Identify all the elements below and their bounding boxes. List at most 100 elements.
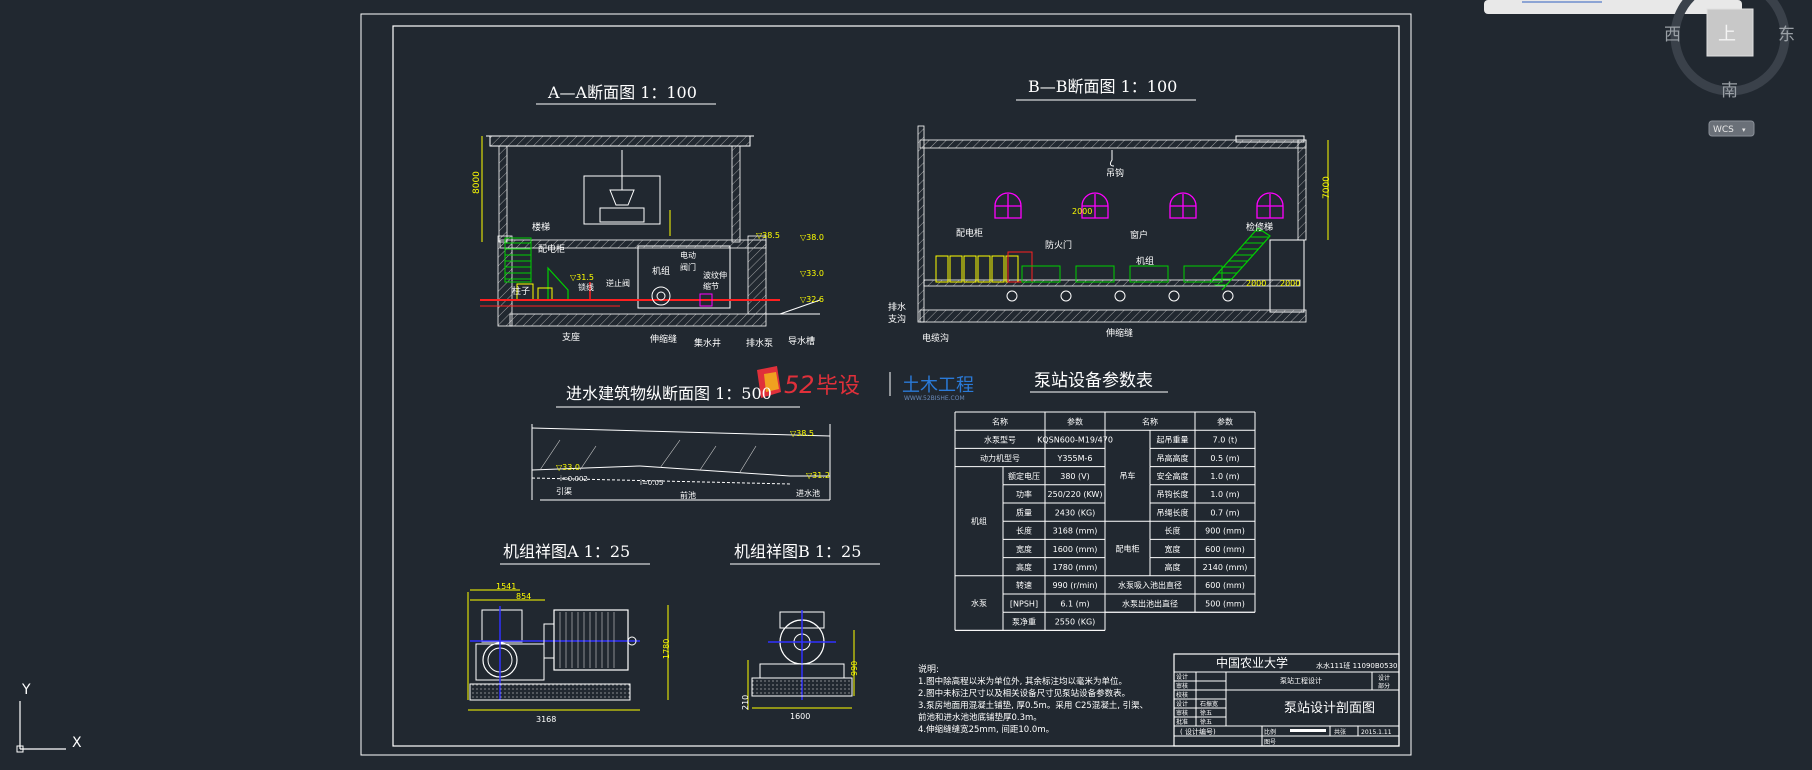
unit-b-dim-990: 990 <box>850 661 859 676</box>
tb-name-1: 石振宽 <box>1200 700 1218 708</box>
tb-num-label: 图号 <box>1264 739 1276 746</box>
param-header-value-1: 参数 <box>1067 416 1083 426</box>
param-row-value: KQSN600-M19/470 <box>1037 436 1113 445</box>
svg-text:波纹伸: 波纹伸 <box>703 270 727 280</box>
tb-design-no: ( 设计编号) <box>1180 727 1216 736</box>
aa-level-32: ▽32.6 <box>800 295 824 304</box>
ucs-x-label: X <box>72 735 82 751</box>
bb-pump-units <box>1006 265 1234 302</box>
param-row-name: 水泵出池出直径 <box>1122 598 1178 608</box>
wcs-label: WCS <box>1713 125 1734 135</box>
param-row-name: 水泵型号 <box>984 435 1016 445</box>
param-row-value: 2430 (KG) <box>1055 508 1096 517</box>
unit-detail-a[interactable]: 机组祥图A 1：25 1541 854 1780 3168 <box>467 542 671 724</box>
param-row-value: 380 (V) <box>1060 472 1090 481</box>
tb-drawing-name: 泵站设计剖面图 <box>1284 701 1375 716</box>
inlet-level-33: ▽33.0 <box>556 463 580 472</box>
param-row-value: 7.0 (t) <box>1213 436 1238 445</box>
notes-line-1: 1.图中除高程以米为单位外, 其余标注均以毫米为单位。 <box>918 676 1127 687</box>
bb-label-fanghuomen: 防火门 <box>1045 239 1072 251</box>
param-row-value: 500 (mm) <box>1205 599 1245 608</box>
param-row-value: 0.7 (m) <box>1210 508 1239 517</box>
tb-row-2: 审核 <box>1176 682 1188 690</box>
param-row-value: 6.1 (m) <box>1060 599 1089 608</box>
notes-line-2: 2.图中未标注尺寸以及相关设备尺寸见泵站设备参数表。 <box>918 688 1130 699</box>
unit-a-dim-1780: 1780 <box>662 639 671 659</box>
notes-line-3: 3.泵房地面用混凝土铺垫, 厚0.5m。采用 C25混凝土, 引渠、 <box>918 700 1148 711</box>
param-row-name: 长度 <box>1165 526 1181 536</box>
watermark-logo: 52 毕设 土木工程 WWW.52BISHE.COM <box>757 366 974 402</box>
tb-row-1: 设计 <box>1176 673 1188 681</box>
param-row-name: 高度 <box>1165 562 1181 572</box>
unit-b-dim-210: 210 <box>741 695 750 710</box>
param-row-value: 600 (mm) <box>1205 581 1245 590</box>
aa-label-nizhifa: 逆止阀 <box>606 278 630 288</box>
param-row-name: 泵净重 <box>1012 617 1036 627</box>
aa-label-zhuzi: 柱子 <box>512 285 530 297</box>
inlet-label-jinshuichi: 进水池 <box>796 488 820 498</box>
param-row-name: 高度 <box>1016 562 1032 572</box>
tb-right-2: 部分 <box>1378 682 1390 690</box>
bb-section-title: B—B断面图 1：100 <box>1028 77 1177 96</box>
bb-label-shensuofeng: 伸缩缝 <box>1106 327 1133 339</box>
param-row-name: 宽度 <box>1016 544 1032 554</box>
param-group-label: 机组 <box>971 516 987 526</box>
notes-line-4: 前池和进水池池底铺垫厚0.3m。 <box>918 712 1042 723</box>
bb-windows <box>994 192 1284 219</box>
viewcube-east[interactable]: 东 <box>1778 25 1795 45</box>
param-row-name: 长度 <box>1016 526 1032 536</box>
notes-line-5: 4.伸缩缝缝宽25mm, 间距10.0m。 <box>918 724 1054 735</box>
aa-label-zhizuo: 支座 <box>562 331 580 343</box>
aa-level-33: ▽33.0 <box>800 269 824 278</box>
param-row-name: 起吊重量 <box>1157 435 1189 445</box>
svg-text:排水: 排水 <box>888 301 906 313</box>
tb-name-2: 徐五 <box>1200 709 1212 717</box>
tb-name-3: 徐五 <box>1200 718 1212 726</box>
param-row-name: 质量 <box>1016 507 1032 517</box>
wcs-menu-button[interactable] <box>1708 120 1755 137</box>
param-row-name: 转速 <box>1016 580 1032 590</box>
bb-dim-1500: 2000 <box>1280 279 1300 288</box>
param-row-name: [NPSH] <box>1010 599 1038 608</box>
aa-section-view[interactable]: A—A断面图 1：100 8000 <box>472 83 824 349</box>
inlet-section-view[interactable]: 进水建筑物纵断面图 1：500 ▽38.5 ▽33.0 ▽31.2 i=0.00… <box>531 384 831 501</box>
notes-block: 说明: 1.图中除高程以米为单位外, 其余标注均以毫米为单位。 2.图中未标注尺… <box>918 663 1148 735</box>
bb-label-paishui-zhigou: 支沟 <box>888 313 906 325</box>
viewcube[interactable]: 上 西 东 南 WCS ▾ <box>1484 0 1795 137</box>
watermark-brand: 毕设 <box>816 374 860 399</box>
param-row-value: 1780 (mm) <box>1053 563 1098 572</box>
inlet-section-title: 进水建筑物纵断面图 1：500 <box>566 384 772 403</box>
bb-label-jianxiuqiao: 检修梯 <box>1246 221 1273 233</box>
ucs-icon: Y X <box>16 682 82 753</box>
tb-row-4: 设计 <box>1176 700 1188 708</box>
bb-cabinets <box>935 255 1019 283</box>
param-row-value: 900 (mm) <box>1205 527 1245 536</box>
title-block[interactable]: 中国农业大学 水水111班 11090B0530 泵站工程设计 设计 部分 泵站… <box>1173 653 1400 747</box>
bb-label-diancangou: 电缆沟 <box>922 332 949 344</box>
watermark-sub: 土木工程 <box>902 375 974 396</box>
tb-page-label: 共张 <box>1334 728 1346 736</box>
param-row-name: 吊绳长度 <box>1157 507 1189 517</box>
aa-label-peidiangui: 配电柜 <box>538 243 565 255</box>
param-row-value: 0.5 (m) <box>1210 454 1239 463</box>
svg-text:阀门: 阀门 <box>680 262 696 272</box>
aa-label-louti: 楼梯 <box>532 221 550 233</box>
param-row-name: 额定电压 <box>1008 471 1040 481</box>
aa-label-daoshuiqu: 导水槽 <box>788 335 815 347</box>
inlet-slope-b: i=0.05 <box>640 479 663 487</box>
param-group-label: 水泵 <box>971 598 987 608</box>
viewcube-west[interactable]: 西 <box>1664 25 1681 45</box>
unit-a-dim-1541: 1541 <box>496 582 516 591</box>
viewcube-top-face[interactable] <box>1706 8 1754 57</box>
notes-heading: 说明: <box>918 663 939 675</box>
param-header-name-2: 名称 <box>1142 416 1158 426</box>
bb-section-view[interactable]: B—B断面图 1：100 7000 吊钩 2000 窗户 2000 2000 <box>888 77 1332 344</box>
viewcube-south[interactable]: 南 <box>1721 81 1738 101</box>
unit-detail-b[interactable]: 机组祥图B 1：25 990 210 1600 <box>730 542 880 721</box>
param-row-value: 3168 (mm) <box>1053 527 1098 536</box>
inlet-label-qianchi: 前池 <box>680 490 696 500</box>
viewcube-compass-ring[interactable] <box>1670 0 1790 96</box>
